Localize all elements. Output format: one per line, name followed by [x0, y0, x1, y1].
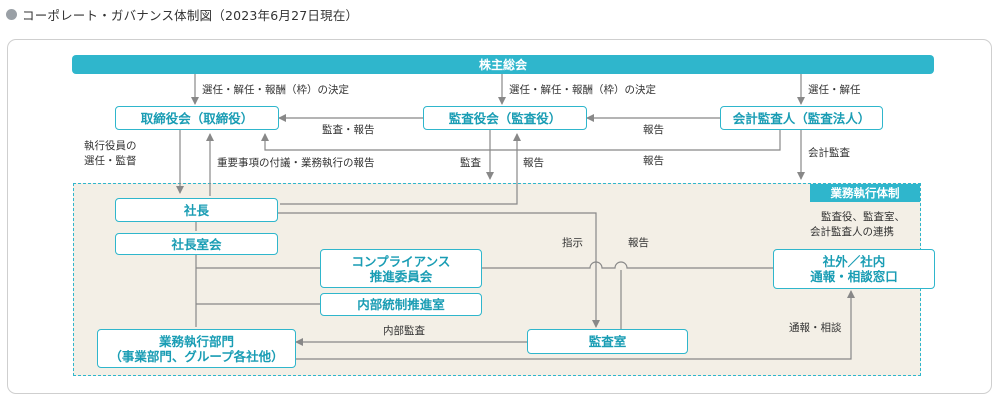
shareholders-meeting-banner: 株主総会 [72, 55, 934, 74]
label-report-auditor-to-audit-board: 報告 [643, 124, 664, 136]
label-exec-officers-line1: 執行役員の [84, 140, 137, 152]
label-important-matters: 重要事項の付議・業務執行の報告 [217, 157, 375, 169]
title-bullet-icon [6, 8, 17, 20]
internal-control-office-box: 内部統制推進室 [320, 293, 482, 316]
label-internal-audit: 内部監査 [383, 325, 425, 337]
label-elect-auditor: 選任・解任 [808, 84, 861, 96]
business-divisions-line1: 業務執行部門 [158, 333, 234, 349]
exec-system-tag: 業務執行体制 [810, 184, 920, 202]
diagram-title-row: コーポレート・ガバナンス体制図（2023年6月27日現在） [6, 6, 359, 23]
hotline-box: 社外／社内 通報・相談窓口 [773, 249, 935, 289]
audit-office-box: 監査室 [527, 329, 688, 354]
label-audit: 監査 [460, 157, 481, 169]
arrow-whistleblow [296, 290, 855, 360]
arrow-instruction-to-audit-office [278, 212, 600, 328]
diagram-title: コーポレート・ガバナンス体制図（2023年6月27日現在） [22, 7, 359, 23]
compliance-committee-line2: 推進委員会 [369, 268, 433, 284]
compliance-committee-line1: コンプライアンス [351, 253, 451, 269]
label-audit-report: 監査・報告 [322, 124, 375, 136]
compliance-committee-box: コンプライアンス 推進委員会 [320, 249, 482, 288]
label-coordination-line1: 監査役、監査室、 [821, 211, 905, 223]
president-box: 社長 [115, 198, 278, 222]
arrow-auditor-report-to-board [261, 130, 781, 151]
label-instruction: 指示 [562, 237, 583, 249]
label-elect-audit-board: 選任・解任・報酬（枠）の決定 [509, 84, 656, 96]
label-exec-officers-line2: 選任・監督 [84, 155, 137, 167]
president-office-box: 社長室会 [115, 233, 278, 255]
label-report-audit-office: 報告 [628, 237, 649, 249]
hotline-line2: 通報・相談窓口 [810, 269, 898, 284]
label-whistleblow: 通報・相談 [789, 322, 842, 334]
label-coordination-line2: 会計監査人の連携 [810, 226, 894, 238]
arrow-report-to-audit-board [280, 133, 521, 205]
label-elect-board: 選任・解任・報酬（枠）の決定 [202, 84, 349, 96]
business-divisions-box: 業務執行部門 （事業部門、グループ各社他） [97, 329, 296, 368]
board-of-directors-box: 取締役会（取締役） [115, 106, 279, 130]
accounting-auditor-box: 会計監査人（監査法人） [720, 106, 883, 130]
label-report-to-audit-board: 報告 [523, 157, 544, 169]
label-report-auditor-to-board: 報告 [643, 155, 664, 167]
audit-board-box: 監査役会（監査役） [423, 106, 587, 130]
business-divisions-line2: （事業部門、グループ各社他） [109, 348, 284, 364]
hotline-line1: 社外／社内 [822, 254, 886, 269]
label-accounting-audit: 会計監査 [808, 147, 850, 159]
diagram-frame [7, 39, 992, 394]
